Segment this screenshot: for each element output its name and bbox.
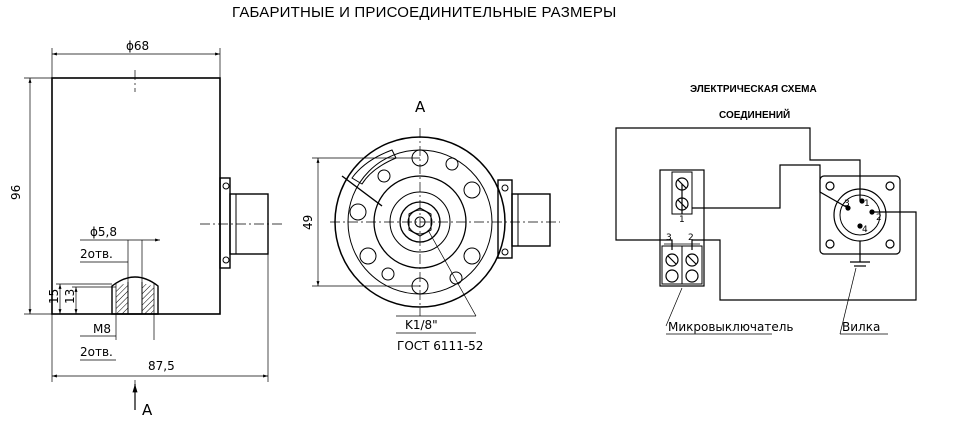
schematic-title-line1: ЭЛЕКТРИЧЕСКАЯ СХЕМА [690, 84, 817, 95]
mount-hole-5 [359, 247, 377, 265]
microswitch-body [659, 169, 705, 287]
dim-hole-count-top: 2отв. [80, 247, 113, 261]
mount-hole-6 [349, 203, 367, 221]
plug-pin-2-label: 2 [876, 213, 882, 223]
connector-screw-bottom [222, 256, 230, 264]
microswitch-label: Микровыключатель [668, 320, 793, 334]
plug-pin-1-label: 1 [864, 199, 870, 209]
dim-height-96: 96 [9, 185, 23, 200]
dim-15: 15 [47, 289, 61, 304]
drawing-title: ГАБАРИТНЫЕ И ПРИСОЕДИНИТЕЛЬНЫЕ РАЗМЕРЫ [232, 4, 617, 21]
side-view [24, 48, 285, 410]
dim-hole-diameter: ϕ5,8 [90, 225, 117, 239]
dim-length-87-5: 87,5 [148, 359, 175, 373]
mount-hole-3 [463, 247, 481, 265]
view-marker-a: A [142, 401, 153, 419]
plug-label: Вилка [842, 320, 880, 334]
plug-pin-4-label: 4 [862, 225, 868, 235]
mount-hole-section [111, 276, 159, 315]
housing-body [51, 77, 221, 315]
switch-screw-2 [685, 253, 699, 267]
thread-label: K1/8" [405, 318, 438, 332]
schematic-title-line2: СОЕДИНЕНИЙ [719, 110, 791, 121]
view-a-label: A [415, 98, 426, 116]
dim-width-49: 49 [301, 215, 315, 230]
mount-hole-2 [463, 181, 481, 199]
switch-pin-1-label: 1 [679, 215, 685, 225]
switch-screw-3 [665, 253, 679, 267]
dim-diameter-68: ϕ68 [126, 39, 149, 53]
switch-pin-2-label: 2 [688, 233, 694, 243]
electrical-schematic [615, 127, 917, 335]
front-connector [511, 193, 551, 247]
connector-screw-top [222, 182, 230, 190]
connector-flange [219, 177, 231, 269]
switch-pin-3-label: 3 [666, 233, 672, 243]
dim-hole-count-bottom: 2отв. [80, 345, 113, 359]
dim-thread-m8: M8 [93, 322, 111, 336]
plug-pin-3-label: 3 [844, 199, 850, 209]
front-view [312, 128, 560, 334]
dim-13: 13 [63, 289, 77, 304]
standard-label: ГОСТ 6111-52 [397, 339, 483, 353]
